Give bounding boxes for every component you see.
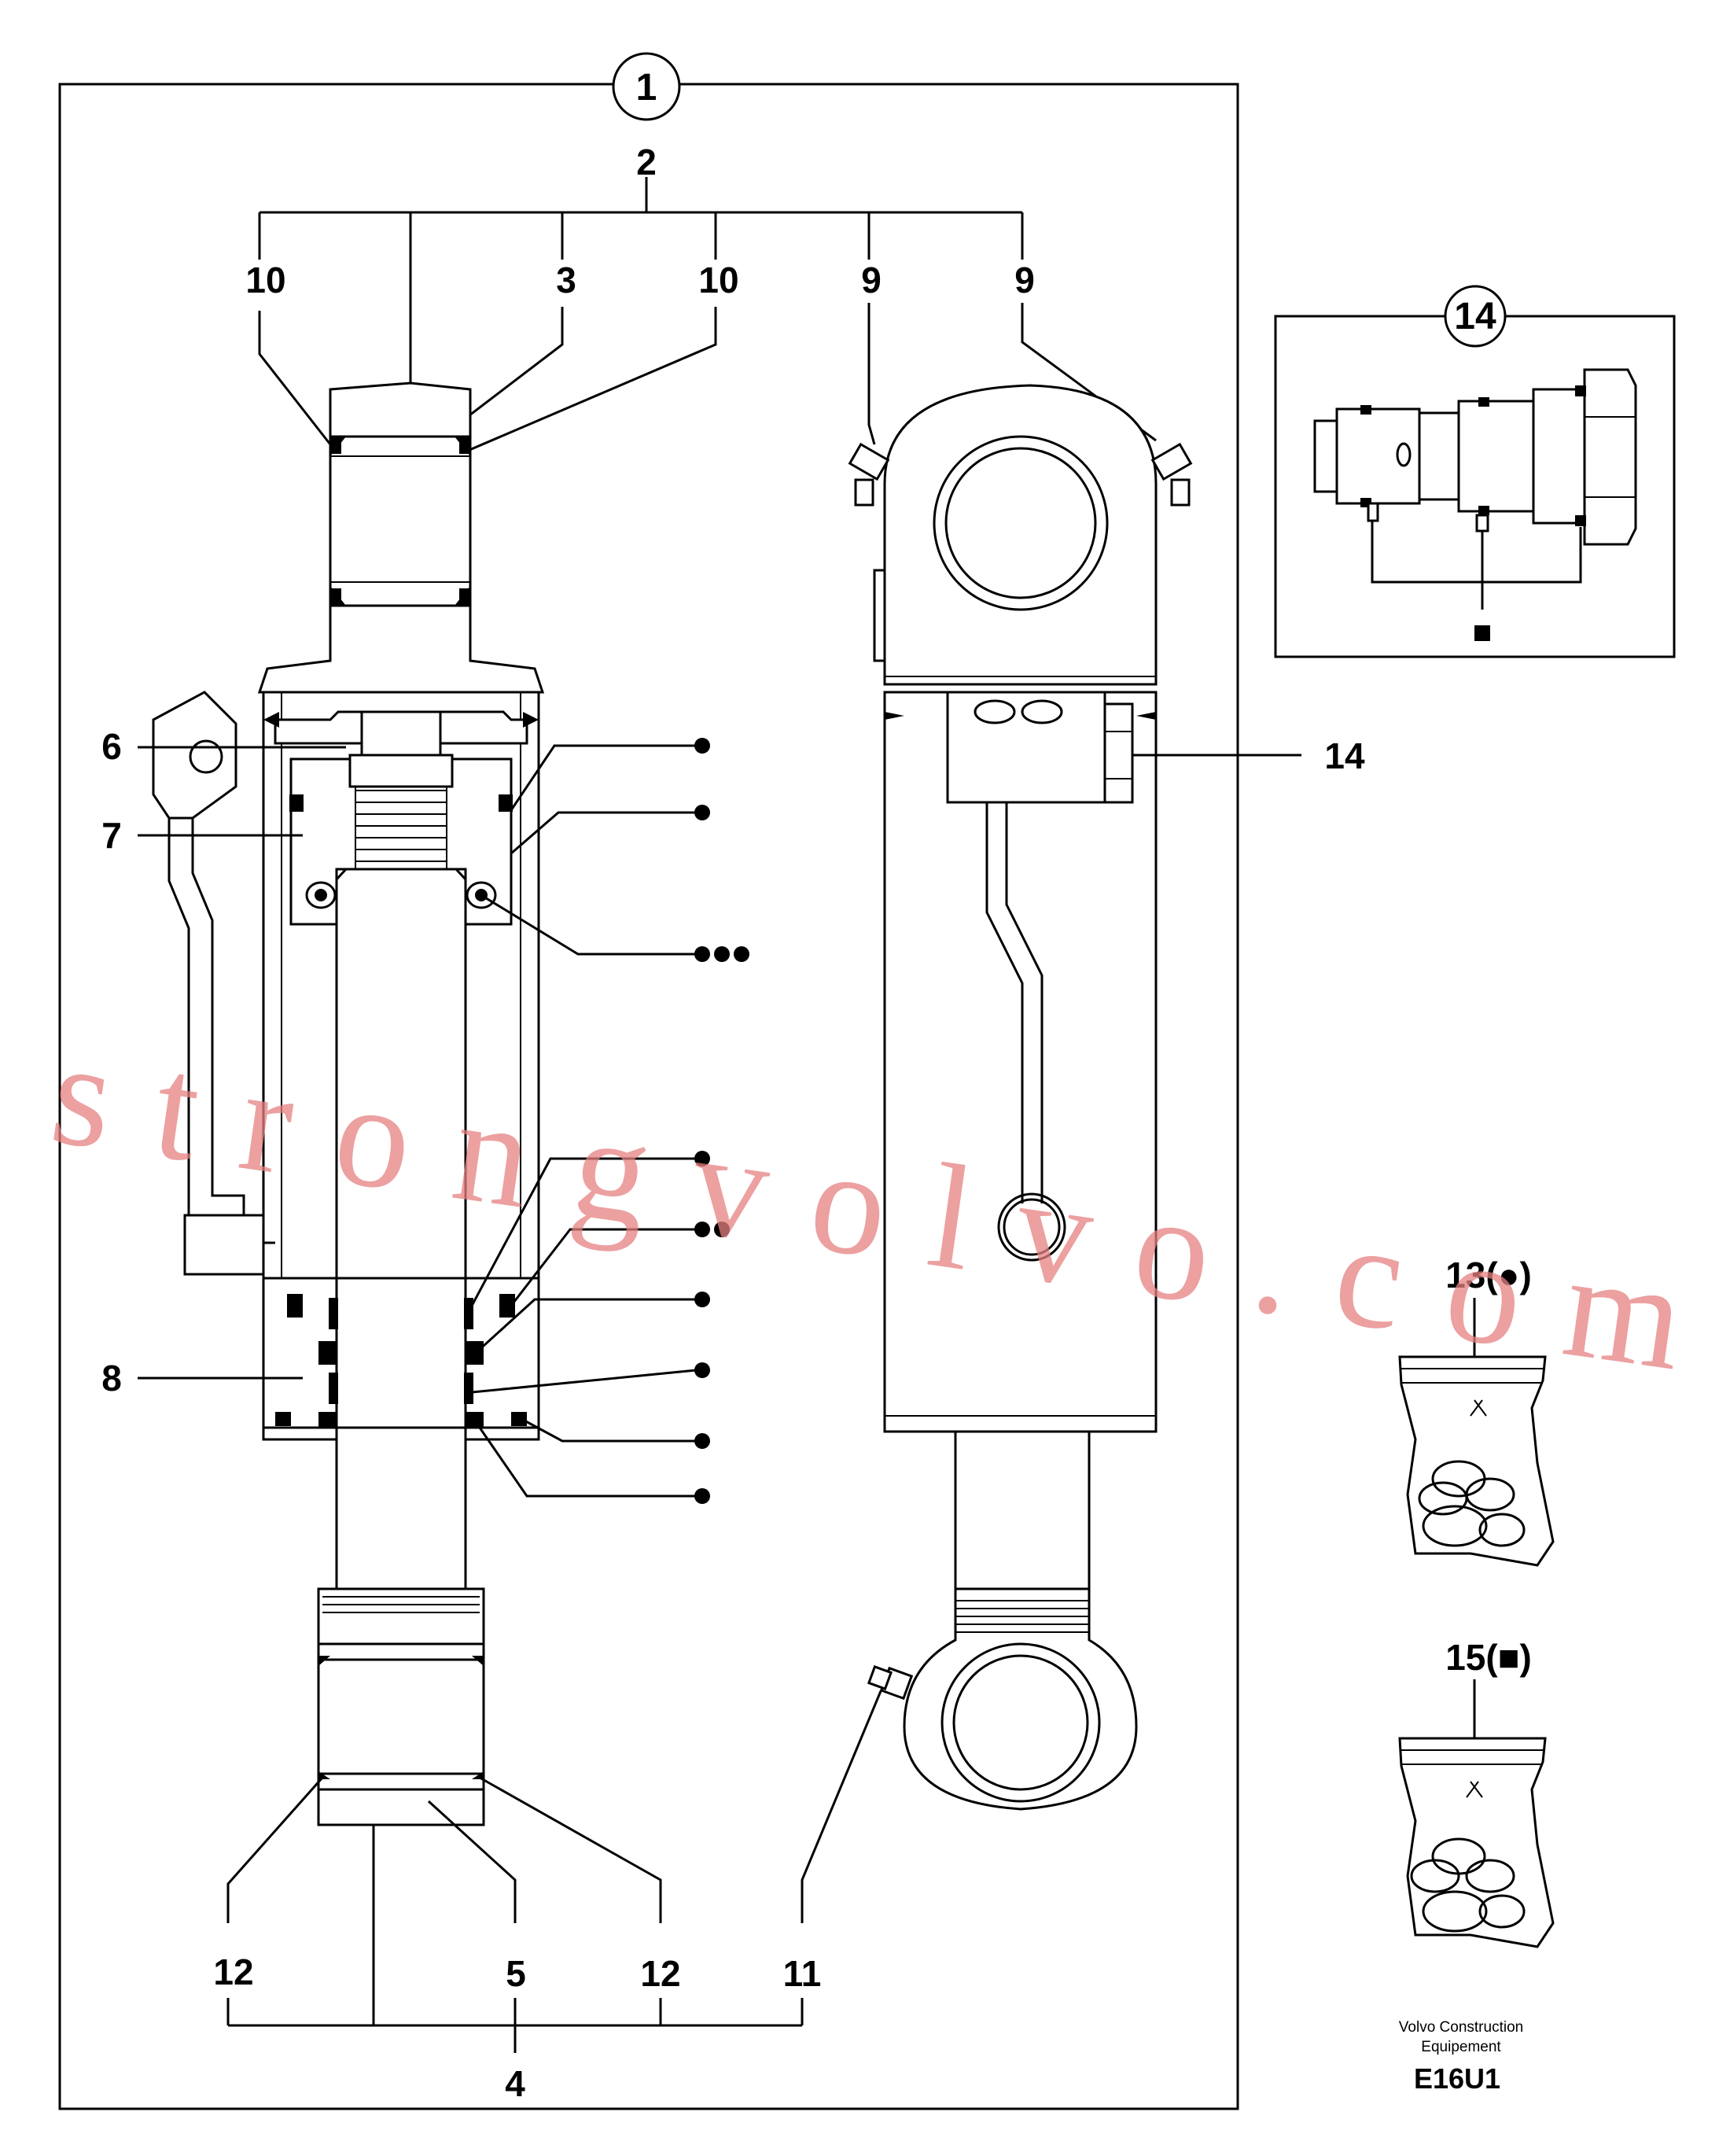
- seal-marker: [694, 805, 710, 820]
- right-cylinder-exterior: [848, 384, 1193, 1811]
- seal-marker: [694, 1362, 710, 1378]
- left-cylinder-section: [152, 381, 545, 1826]
- callout-1: 1: [612, 52, 681, 121]
- callout-9-left: 9: [861, 260, 882, 300]
- svg-text:1: 1: [636, 67, 657, 109]
- seal-marker: [694, 1488, 710, 1504]
- callout-6: 6: [101, 726, 122, 767]
- seal-leaders: [470, 738, 749, 1504]
- grease-nipple-bottom: [867, 1664, 914, 1701]
- svg-text:13(●): 13(●): [1445, 1255, 1532, 1295]
- seal-marker: [694, 738, 710, 754]
- kit-13: 13(●): [1398, 1255, 1555, 1567]
- kit-15-marker: [1474, 625, 1490, 641]
- seal-marker: [694, 946, 710, 962]
- callout-7: 7: [101, 815, 122, 856]
- seal-marker: [714, 946, 730, 962]
- top-bracket: [258, 177, 1157, 454]
- callout-2: 2: [636, 142, 657, 182]
- seal-marker: [714, 1222, 730, 1237]
- kit-15: 15(■): [1398, 1637, 1555, 1948]
- footer-company-line2: Equipement: [1421, 2039, 1501, 2055]
- svg-text:14: 14: [1454, 296, 1496, 337]
- seal-marker: [734, 946, 749, 962]
- seal-marker: [694, 1151, 710, 1166]
- callout-3: 3: [556, 260, 576, 300]
- svg-text:15(■): 15(■): [1445, 1637, 1532, 1678]
- callout-11: 11: [783, 1953, 822, 1994]
- callout-10-right: 10: [698, 260, 738, 300]
- footer-code: E16U1: [1414, 2062, 1500, 2095]
- bottom-bracket: [226, 1690, 882, 2053]
- seal-marker: [694, 1433, 710, 1449]
- callout-12-right: 12: [640, 1953, 680, 1994]
- callout-14: 14: [1324, 735, 1365, 776]
- callout-10-left: 10: [245, 260, 285, 300]
- detail-box-14: 14: [1274, 285, 1676, 658]
- callout-12-left: 12: [213, 1951, 253, 1992]
- left-leaders: [138, 746, 346, 1380]
- grease-nipple-right: [1150, 442, 1193, 507]
- callout-5: 5: [506, 1953, 526, 1994]
- seal-marker: [694, 1292, 710, 1307]
- grease-nipple-left: [848, 442, 890, 507]
- callout-9-right: 9: [1014, 260, 1035, 300]
- callout-8: 8: [101, 1358, 122, 1399]
- footer-company-line1: Volvo Construction: [1399, 2019, 1523, 2036]
- callout-4: 4: [505, 2063, 525, 2104]
- seal-marker: [694, 1222, 710, 1237]
